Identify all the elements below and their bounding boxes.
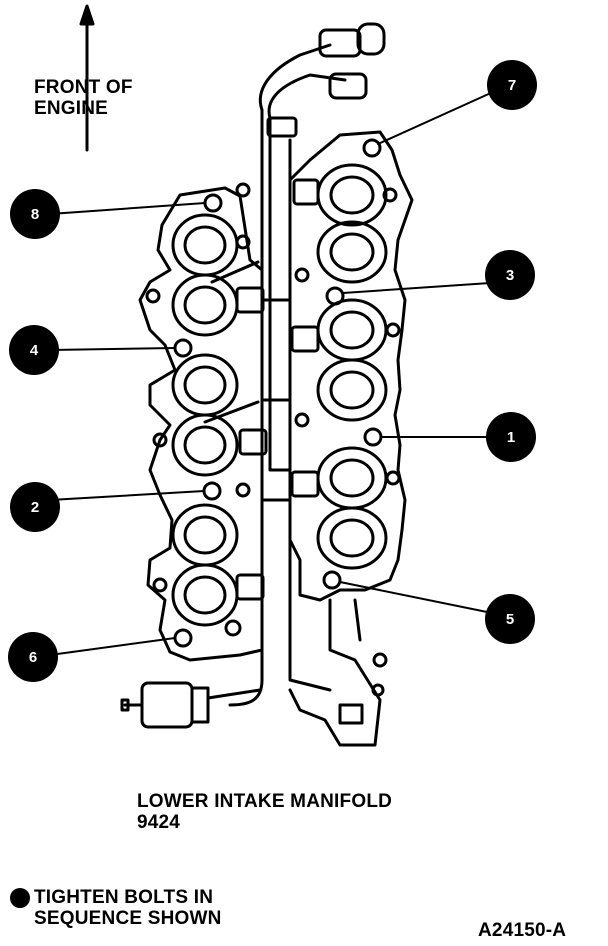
callout-5: 5 — [485, 594, 535, 644]
part-name: LOWER INTAKE MANIFOLD — [137, 791, 393, 812]
callout-5-number: 5 — [506, 611, 514, 628]
legend-line1: TIGHTEN BOLTS IN — [34, 887, 214, 908]
callout-2-number: 2 — [31, 499, 39, 516]
callout-1-number: 1 — [507, 429, 515, 446]
front-arrow — [79, 4, 95, 152]
callout-3-number: 3 — [506, 267, 514, 284]
callout-4-number: 4 — [30, 342, 39, 359]
right-bank-ports — [316, 163, 388, 570]
callout-8-number: 8 — [31, 206, 39, 223]
fuel-rail — [203, 43, 347, 707]
callout-8: 8 — [10, 189, 60, 239]
bracket-hardware — [288, 598, 388, 747]
callout-3: 3 — [485, 250, 535, 300]
legend-bullet — [10, 888, 30, 908]
callout-1: 1 — [486, 412, 536, 462]
callout-7: 7 — [487, 60, 537, 110]
callout-2: 2 — [10, 482, 60, 532]
fuel-connectors — [318, 22, 386, 100]
callout-4: 4 — [9, 325, 59, 375]
front-label-line1: FRONT OF — [34, 77, 133, 98]
sequence-callouts: 7 8 3 4 1 2 5 6 — [8, 60, 537, 682]
part-number: 9424 — [137, 812, 181, 833]
leader-lines — [49, 91, 494, 656]
legend-line2: SEQUENCE SHOWN — [34, 908, 222, 929]
callout-6-number: 6 — [29, 649, 37, 666]
callout-7-number: 7 — [508, 77, 516, 94]
front-label-line2: ENGINE — [34, 98, 109, 119]
figure-id: A24150-A — [478, 920, 567, 941]
callout-6: 6 — [8, 632, 58, 682]
pressure-regulator — [120, 681, 262, 729]
